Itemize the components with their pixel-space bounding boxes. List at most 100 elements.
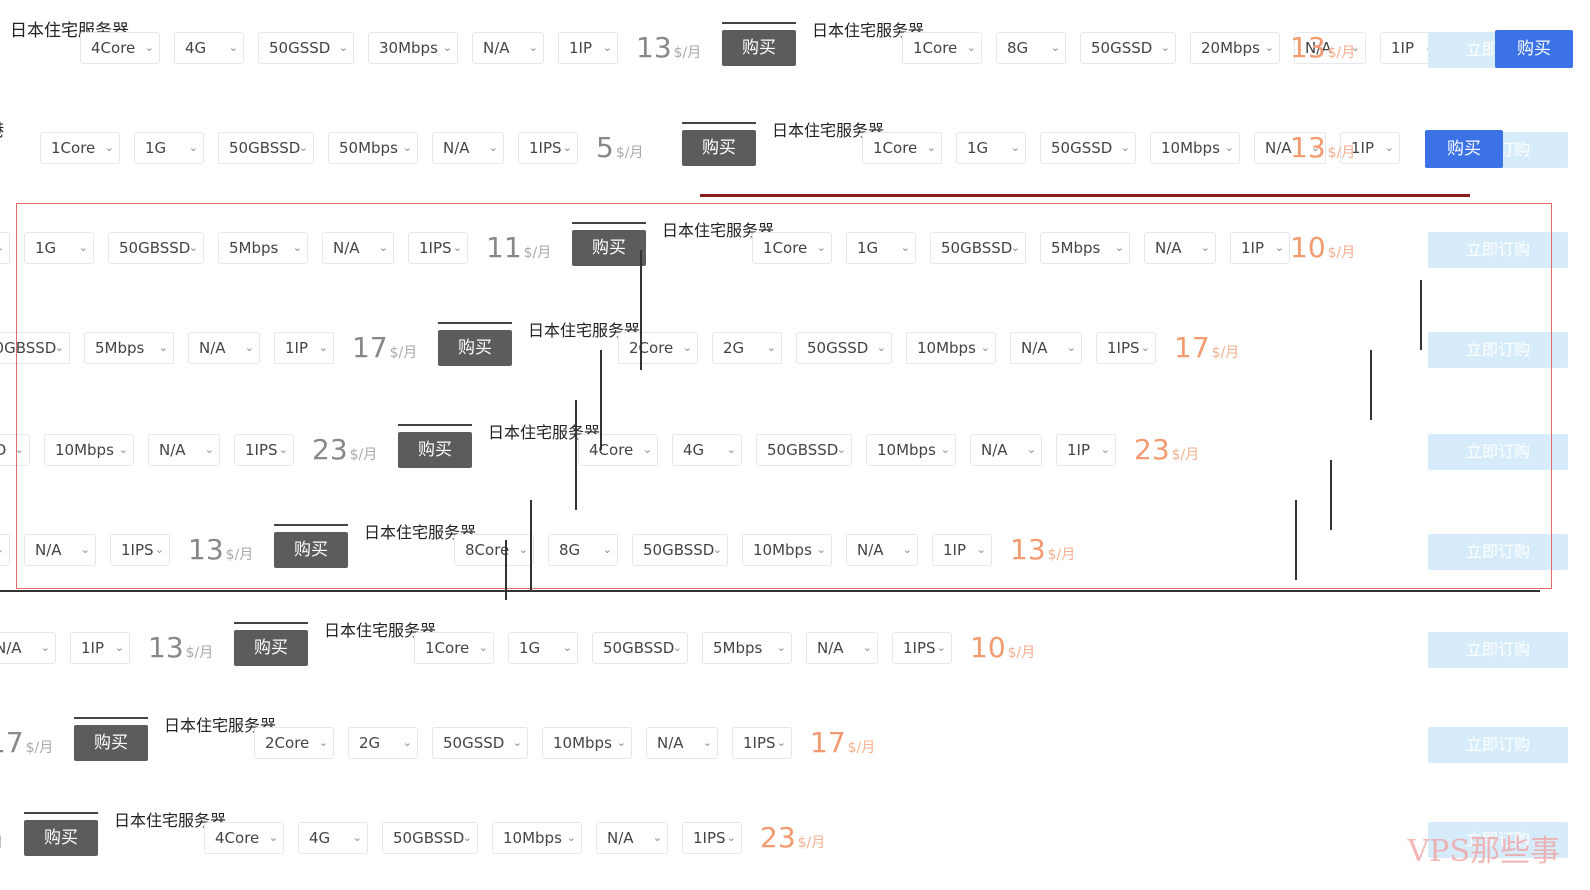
spec-select[interactable]: 4G⌄ <box>672 434 742 466</box>
buy-button[interactable]: 购买 <box>722 30 796 66</box>
buy-button[interactable]: 购买 <box>234 630 308 666</box>
spec-select[interactable]: 50GSSD⌄ <box>432 727 528 759</box>
spec-select[interactable]: 5Mbps⌄ <box>84 332 174 364</box>
order-now-button[interactable]: 立即订购 <box>1428 232 1568 268</box>
spec-select[interactable]: 10Mbps⌄ <box>1150 132 1240 164</box>
spec-select[interactable]: 50GBSSD⌄ <box>632 534 728 566</box>
spec-select[interactable]: 50GBSSD⌄ <box>592 632 688 664</box>
spec-select[interactable]: 10Mbps⌄ <box>492 822 582 854</box>
spec-select[interactable]: 30Mbps⌄ <box>368 32 458 64</box>
spec-select[interactable]: 50GSSD⌄ <box>1040 132 1136 164</box>
buy-button[interactable]: 购买 <box>682 130 756 166</box>
spec-select[interactable]: 1IPS⌄ <box>234 434 294 466</box>
spec-select[interactable]: 50GSSD⌄ <box>796 332 892 364</box>
spec-select[interactable]: 1IPS⌄ <box>682 822 742 854</box>
spec-select[interactable]: N/A⌄ <box>472 32 544 64</box>
spec-select[interactable]: 1IP⌄ <box>274 332 334 364</box>
buy-button[interactable]: 购买 <box>74 725 148 761</box>
spec-select[interactable]: 8G⌄ <box>996 32 1066 64</box>
spec-select[interactable]: 1Core⌄ <box>862 132 942 164</box>
spec-select[interactable]: 5Mbps⌄ <box>702 632 792 664</box>
spec-select[interactable]: 4G⌄ <box>174 32 244 64</box>
spec-select[interactable]: 50GSSD⌄ <box>1080 32 1176 64</box>
spec-select[interactable]: 1Core⌄ <box>752 232 832 264</box>
order-now-button[interactable]: 立即订购 <box>1428 727 1568 763</box>
spec-select[interactable]: 2G⌄ <box>712 332 782 364</box>
spec-select[interactable]: 1IP⌄ <box>1340 132 1400 164</box>
spec-select[interactable]: 8G⌄ <box>548 534 618 566</box>
spec-select[interactable]: 1IPS⌄ <box>518 132 578 164</box>
spec-select[interactable]: N/A⌄ <box>148 434 220 466</box>
buy-button[interactable]: 购买 <box>572 230 646 266</box>
spec-select[interactable]: N/A⌄ <box>188 332 260 364</box>
spec-select[interactable]: 1Core⌄ <box>40 132 120 164</box>
spec-select[interactable]: 1IPS⌄ <box>732 727 792 759</box>
spec-select[interactable]: 1IPS⌄ <box>110 534 170 566</box>
spec-select[interactable]: 1IP⌄ <box>932 534 992 566</box>
spec-select[interactable]: 1IP⌄ <box>558 32 618 64</box>
spec-select[interactable]: 1IPS⌄ <box>408 232 468 264</box>
spec-select[interactable]: N/A⌄ <box>0 632 56 664</box>
spec-select[interactable]: 4Core⌄ <box>578 434 658 466</box>
spec-select[interactable]: N/A⌄ <box>970 434 1042 466</box>
spec-select[interactable]: 1IPS⌄ <box>892 632 952 664</box>
spec-select[interactable]: N/A⌄ <box>1010 332 1082 364</box>
spec-select[interactable]: 1G⌄ <box>24 232 94 264</box>
spec-select[interactable]: 1G⌄ <box>956 132 1026 164</box>
spec-select[interactable]: N/A⌄ <box>646 727 718 759</box>
spec-select[interactable]: 50GSSD⌄ <box>0 434 30 466</box>
spec-select[interactable]: 4G⌄ <box>298 822 368 854</box>
spec-select[interactable]: N/A⌄ <box>806 632 878 664</box>
buy-button[interactable]: 购买 <box>24 820 98 856</box>
spec-select[interactable]: N/A⌄ <box>1144 232 1216 264</box>
order-now-button[interactable]: 立即订购 <box>1428 534 1568 570</box>
order-now-button[interactable]: 立即订购 <box>1428 434 1568 470</box>
spec-select[interactable]: 50Mbps⌄ <box>328 132 418 164</box>
spec-select[interactable]: 10Mbps⌄ <box>44 434 134 466</box>
spec-select[interactable]: N/A⌄ <box>1294 32 1366 64</box>
spec-select[interactable]: 2G⌄ <box>348 727 418 759</box>
spec-select[interactable]: N/A⌄ <box>1254 132 1326 164</box>
buy-button-primary[interactable]: 购买 <box>1495 30 1573 68</box>
buy-button[interactable]: 购买 <box>398 432 472 468</box>
spec-select[interactable]: 1Core⌄ <box>414 632 494 664</box>
spec-select[interactable]: 10Mbps⌄ <box>906 332 996 364</box>
spec-select[interactable]: 50GSSD⌄ <box>258 32 354 64</box>
spec-select[interactable]: 20Mbps⌄ <box>1190 32 1280 64</box>
spec-select[interactable]: N/A⌄ <box>24 534 96 566</box>
spec-select[interactable]: 1G⌄ <box>134 132 204 164</box>
spec-select[interactable]: 8Core⌄ <box>454 534 534 566</box>
spec-select[interactable]: 1IP⌄ <box>1230 232 1290 264</box>
buy-button[interactable]: 购买 <box>274 532 348 568</box>
spec-select[interactable]: 1G⌄ <box>846 232 916 264</box>
spec-select[interactable]: 1Core⌄ <box>902 32 982 64</box>
spec-select[interactable]: 5Mbps⌄ <box>218 232 308 264</box>
spec-select[interactable]: 50GBSSD⌄ <box>930 232 1026 264</box>
spec-select[interactable]: 1Core⌄ <box>0 232 10 264</box>
spec-select[interactable]: 50GBSSD⌄ <box>756 434 852 466</box>
buy-button[interactable]: 购买 <box>438 330 512 366</box>
order-now-button[interactable]: 立即订购 <box>1428 822 1568 858</box>
spec-select[interactable]: 50GBSSD⌄ <box>218 132 314 164</box>
spec-select[interactable]: N/A⌄ <box>432 132 504 164</box>
spec-select[interactable]: N/A⌄ <box>596 822 668 854</box>
spec-select[interactable]: 10Mbps⌄ <box>542 727 632 759</box>
spec-select[interactable]: 1IP⌄ <box>1056 434 1116 466</box>
buy-button-primary[interactable]: 购买 <box>1425 130 1503 168</box>
spec-select[interactable]: N/A⌄ <box>322 232 394 264</box>
order-now-button[interactable]: 立即订购 <box>1428 632 1568 668</box>
spec-select[interactable]: N/A⌄ <box>846 534 918 566</box>
spec-select[interactable]: 2Core⌄ <box>254 727 334 759</box>
spec-select[interactable]: 50GBSSD⌄ <box>108 232 204 264</box>
spec-select[interactable]: 4Core⌄ <box>80 32 160 64</box>
spec-select[interactable]: 10Mbps⌄ <box>866 434 956 466</box>
spec-select[interactable]: 50GBSSD⌄ <box>0 332 70 364</box>
order-now-button[interactable]: 立即订购 <box>1428 332 1568 368</box>
spec-select[interactable]: 5Mbps⌄ <box>1040 232 1130 264</box>
spec-select[interactable]: 10Mbps⌄ <box>0 534 10 566</box>
spec-select[interactable]: 1IP⌄ <box>70 632 130 664</box>
spec-select[interactable]: 1IPS⌄ <box>1096 332 1156 364</box>
spec-select[interactable]: 1G⌄ <box>508 632 578 664</box>
spec-select[interactable]: 10Mbps⌄ <box>742 534 832 566</box>
spec-select[interactable]: 50GBSSD⌄ <box>382 822 478 854</box>
